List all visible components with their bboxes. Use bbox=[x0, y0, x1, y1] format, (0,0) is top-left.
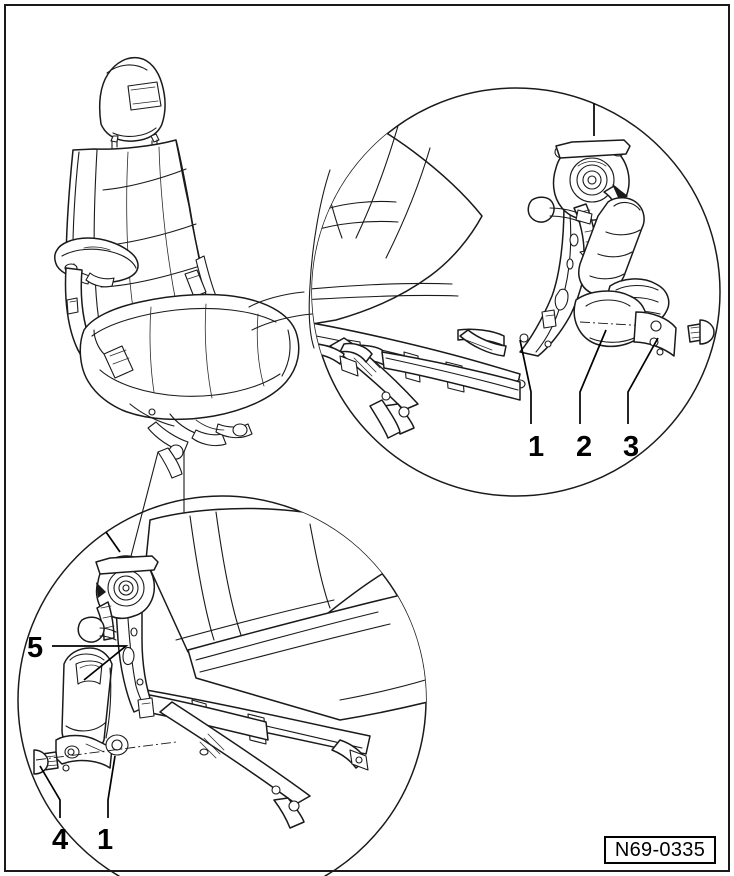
callout-number-4-lower: 4 bbox=[52, 824, 69, 856]
callout-number-1-upper: 1 bbox=[528, 431, 545, 463]
lower-seat-rail bbox=[143, 689, 371, 829]
cushion-belt-buckle bbox=[93, 329, 134, 379]
seat-cushion bbox=[79, 293, 300, 421]
rear-seat-hint bbox=[248, 169, 331, 349]
buckle-mount-bolt bbox=[33, 749, 59, 775]
belt-retractor bbox=[573, 197, 715, 357]
seat-frame-rails bbox=[129, 403, 253, 479]
cable-end-knob bbox=[527, 196, 593, 225]
figure-number-box: N69-0335 bbox=[604, 836, 716, 864]
callout-number-5-lower: 5 bbox=[27, 632, 44, 664]
figure-number-text: N69-0335 bbox=[614, 838, 706, 861]
callout-number-2-upper: 2 bbox=[576, 431, 593, 463]
floor-rail-bracket bbox=[312, 337, 419, 439]
lower-detail-contents bbox=[33, 507, 426, 829]
headrest bbox=[98, 56, 166, 142]
retractor-bolt bbox=[687, 319, 715, 345]
lower-actuator bbox=[77, 601, 117, 643]
main-seat-view bbox=[54, 56, 331, 479]
upper-detail-contents bbox=[312, 95, 715, 439]
lower-washer bbox=[105, 734, 129, 756]
callout-number-1-lower: 1 bbox=[97, 824, 114, 856]
upper-callout-leaders bbox=[519, 329, 659, 424]
callout-number-3-upper: 3 bbox=[623, 431, 640, 463]
view-connector-lines bbox=[129, 451, 185, 561]
lower-detail-view bbox=[17, 495, 427, 876]
seat-belt-strap bbox=[175, 140, 217, 301]
lower-tensioner-head bbox=[95, 555, 159, 620]
upper-detail-view bbox=[311, 87, 721, 497]
seat-height-handle bbox=[457, 328, 507, 357]
